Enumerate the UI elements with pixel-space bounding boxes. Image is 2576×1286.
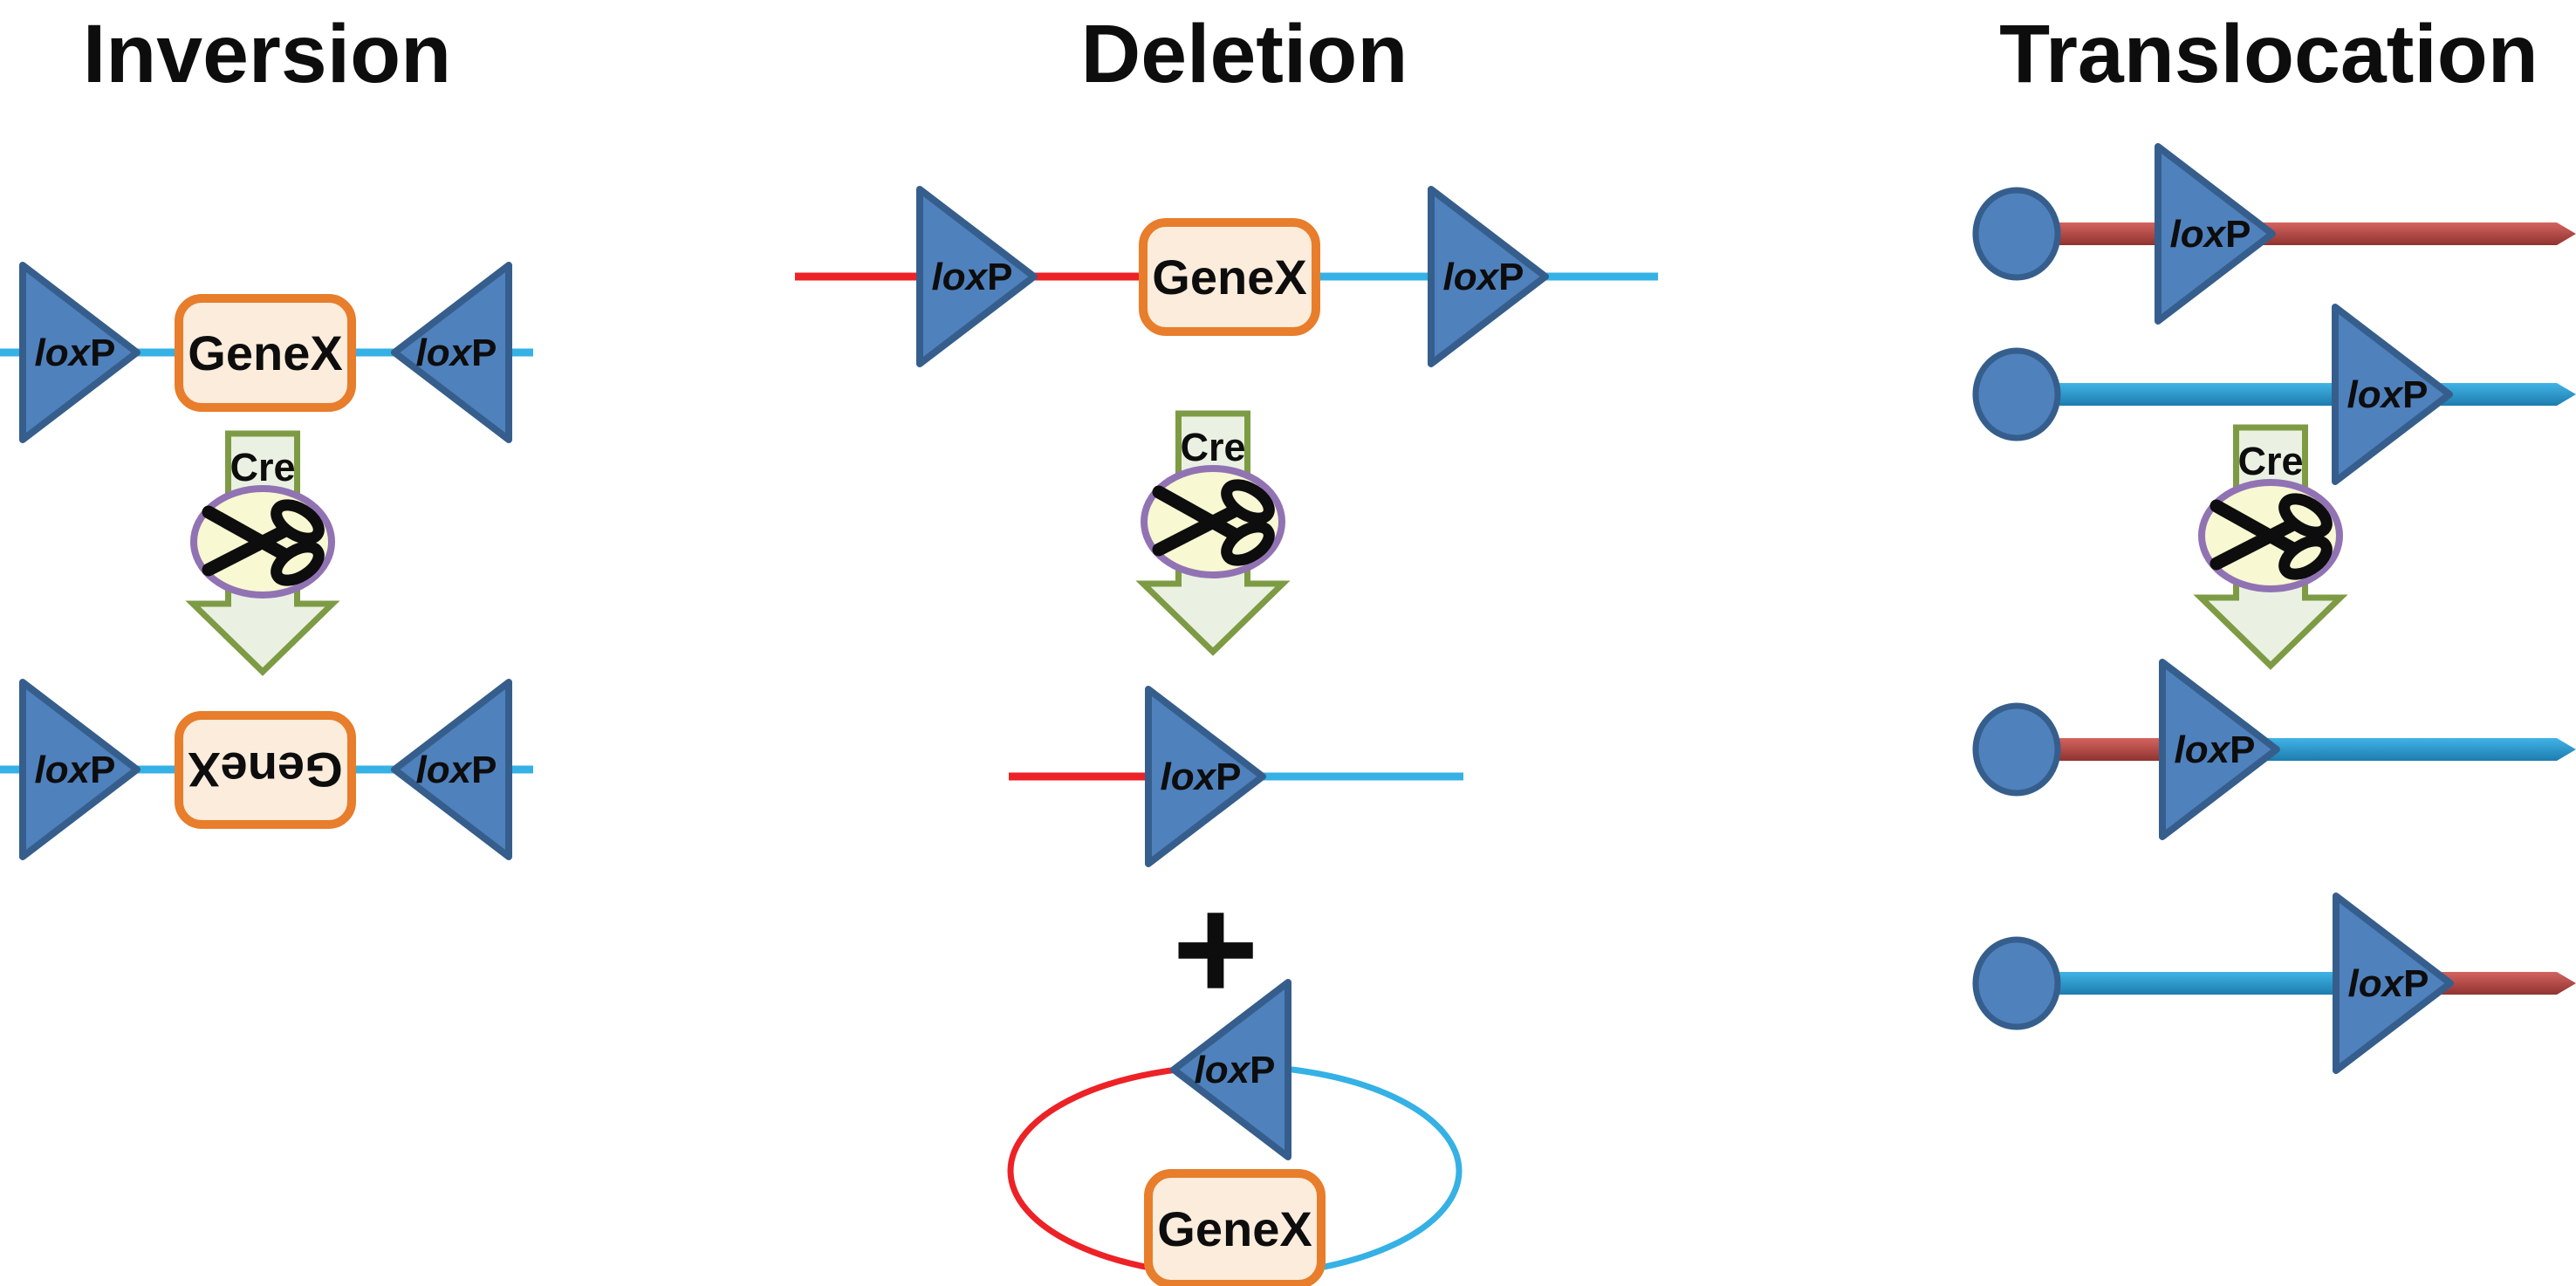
cre-label: Cre xyxy=(2237,439,2303,483)
gene-label: GeneX xyxy=(188,325,342,380)
loxp-label: loxP xyxy=(932,256,1013,298)
gene-label: GeneX xyxy=(1152,250,1306,304)
loxp-label: loxP xyxy=(2175,729,2256,771)
deletion-circular-product: loxP GeneX xyxy=(1007,982,1463,1286)
gene-cassette-box xyxy=(1139,218,1320,336)
loxp-label: loxP xyxy=(416,332,497,374)
circle-arc-blue xyxy=(1234,1063,1463,1279)
chromosome-arm-blue xyxy=(2007,972,2395,995)
cre-recombination-arrow: Cre xyxy=(185,430,340,676)
circle-arc-red xyxy=(1007,1063,1236,1279)
deletion-substrate-construct: loxP GeneX loxP xyxy=(795,189,1658,364)
gene-label: GeneX xyxy=(1157,1201,1312,1256)
cre-label: Cre xyxy=(230,445,295,489)
centromere-circle xyxy=(1972,936,2061,1030)
chromosome-red-substrate: loxP xyxy=(1972,147,2576,321)
centromere-circle xyxy=(1972,347,2061,441)
panel-deletion: Deletion loxP GeneX loxP Cre loxP + xyxy=(795,8,1658,1286)
chromosome-arm-blue xyxy=(2007,383,2557,406)
gene-cassette-box xyxy=(175,294,356,412)
loxp-label: loxP xyxy=(2170,213,2251,256)
gene-cassette-box xyxy=(1144,1169,1326,1286)
chromosome-arm-blue-tip xyxy=(2557,383,2576,406)
panel-title-inversion: Inversion xyxy=(83,8,451,100)
loxp-label: loxP xyxy=(1443,256,1524,298)
panel-title-translocation: Translocation xyxy=(1999,8,2538,100)
deletion-linear-product: loxP xyxy=(1009,689,1463,864)
cre-recombination-arrow: Cre xyxy=(1135,410,1291,656)
gene-cassette-box xyxy=(175,711,356,829)
panel-title-deletion: Deletion xyxy=(1081,8,1408,100)
panel-inversion: Inversion loxP GeneX loxP Cre loxP GeneX xyxy=(0,8,533,857)
chromosome-blue-substrate: loxP xyxy=(1972,307,2576,482)
plus-sign: + xyxy=(1172,866,1258,1032)
centromere-circle xyxy=(1972,702,2061,797)
translocation-product-blue-red: loxP xyxy=(1972,896,2576,1071)
loxp-label: loxP xyxy=(35,749,116,791)
loxp-label: loxP xyxy=(1195,1049,1276,1091)
gene-label-inverted: GeneX xyxy=(188,742,342,797)
translocation-product-red-blue: loxP xyxy=(1972,662,2576,837)
loxp-label: loxP xyxy=(1161,756,1242,798)
loxp-label: loxP xyxy=(35,332,116,374)
centromere-circle xyxy=(1972,187,2061,281)
cre-label: Cre xyxy=(1180,425,1245,469)
chromosome-arm-red xyxy=(2007,222,2557,245)
panel-translocation: Translocation loxP loxP Cre xyxy=(1972,8,2576,1071)
chromosome-arm-blue-tip xyxy=(2557,738,2576,761)
loxp-label: loxP xyxy=(416,749,497,791)
chromosome-arm-red-tip xyxy=(2557,972,2576,995)
inversion-product-construct: loxP GeneX loxP xyxy=(0,682,533,857)
inversion-substrate-construct: loxP GeneX loxP xyxy=(0,265,533,440)
cre-recombination-arrow: Cre xyxy=(2193,424,2348,670)
loxp-label: loxP xyxy=(2347,373,2429,416)
chromosome-arm-red-tip xyxy=(2557,222,2576,245)
loxp-label: loxP xyxy=(2348,962,2429,1005)
